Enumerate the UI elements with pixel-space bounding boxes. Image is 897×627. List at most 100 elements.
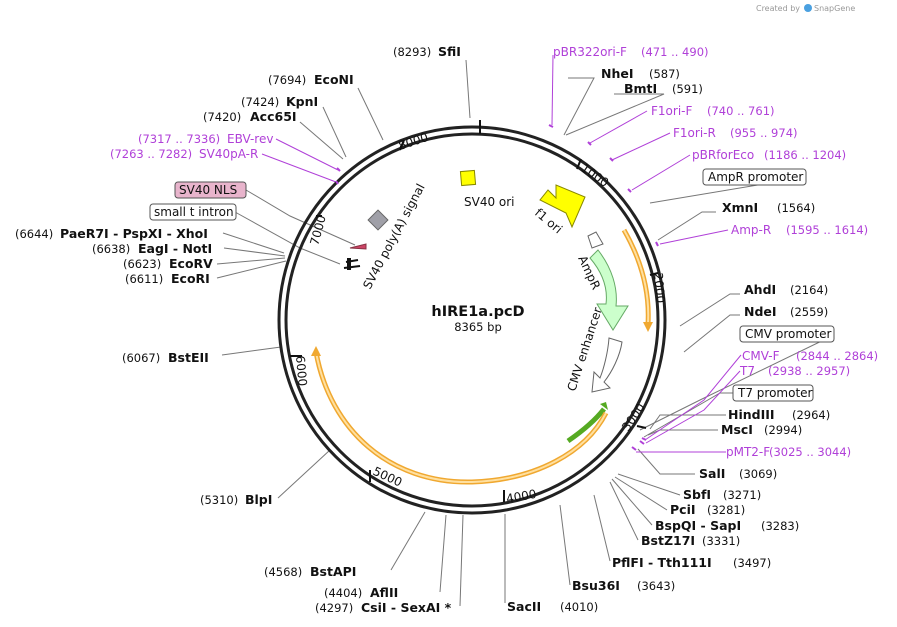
svg-text:(1595 .. 1614): (1595 .. 1614): [786, 223, 868, 237]
svg-text:(2964): (2964): [792, 408, 830, 422]
site-hindiii[interactable]: HindIII (2964): [728, 407, 830, 422]
primer-t7[interactable]: T7 (2938 .. 2957): [739, 364, 850, 378]
site-msci[interactable]: MscI (2994): [721, 422, 802, 437]
site-csii-sexai[interactable]: (4297) CsiI - SexAI *: [315, 600, 452, 615]
site-pflfi-tth111i[interactable]: PflFI - Tth111I (3497): [612, 555, 771, 570]
svg-text:(591): (591): [672, 82, 703, 96]
cmv-enhancer-arrow: [591, 337, 623, 393]
site-sali[interactable]: SalI (3069): [699, 466, 777, 481]
credit-prefix: Created by: [756, 4, 800, 13]
site-aflii[interactable]: (4404) AflII: [324, 585, 398, 600]
svg-text:CMV-F: CMV-F: [742, 349, 780, 363]
ampr-promoter-text: AmpR promoter: [708, 170, 803, 184]
t7-promoter-box[interactable]: T7 promoter: [732, 384, 814, 402]
site-ecorv[interactable]: (6623) EcoRV: [123, 256, 213, 271]
svg-text:CsiI - SexAI *: CsiI - SexAI *: [361, 600, 452, 615]
svg-text:(3069): (3069): [739, 467, 777, 481]
site-xmni[interactable]: XmnI (1564): [722, 200, 815, 215]
small-t-intron-box[interactable]: small t intron: [149, 203, 237, 221]
site-pcii[interactable]: PciI (3281): [670, 502, 745, 517]
site-leader-lines: [216, 59, 835, 607]
svg-text:Bsu36I: Bsu36I: [572, 578, 620, 593]
site-nhei[interactable]: NheI (587): [601, 66, 680, 81]
svg-text:AhdI: AhdI: [744, 282, 776, 297]
site-kpni[interactable]: (7424) KpnI: [241, 94, 318, 109]
svg-text:(2844 .. 2864): (2844 .. 2864): [796, 349, 878, 363]
svg-text:EcoNI: EcoNI: [314, 72, 354, 87]
svg-text:(2164): (2164): [790, 283, 828, 297]
primer-pbr322ori-f[interactable]: pBR322ori-F (471 .. 490): [553, 45, 709, 59]
site-sacii[interactable]: SacII (4010): [507, 599, 598, 614]
svg-text:(7420): (7420): [203, 110, 241, 124]
site-ecori[interactable]: (6611) EcoRI: [125, 271, 210, 286]
sv40-ori-label: SV40 ori: [464, 195, 515, 209]
primer-pbrforeco[interactable]: pBRforEco (1186 .. 1204): [692, 148, 846, 162]
backbone-inner: [284, 132, 660, 508]
svg-text:(2994): (2994): [764, 423, 802, 437]
site-econi[interactable]: (7694) EcoNI: [268, 72, 354, 87]
orf-arc-right-head: [643, 322, 653, 332]
orf-arc-bottom: [313, 351, 609, 485]
small-t-intron-text: small t intron: [154, 205, 234, 219]
site-eagi-noti[interactable]: (6638) EagI - NotI: [92, 241, 212, 256]
primer-sv40pa-r[interactable]: (7263 .. 7282) SV40pA-R: [110, 147, 258, 161]
primer-pmt2-f[interactable]: pMT2-F (3025 .. 3044): [726, 445, 851, 459]
svg-text:pBRforEco: pBRforEco: [692, 148, 754, 162]
svg-text:(3025 .. 3044): (3025 .. 3044): [769, 445, 851, 459]
primer-amp-r[interactable]: Amp-R (1595 .. 1614): [731, 223, 868, 237]
svg-text:HindIII: HindIII: [728, 407, 775, 422]
svg-text:EBV-rev: EBV-rev: [227, 132, 273, 146]
svg-text:SacII: SacII: [507, 599, 541, 614]
svg-text:MscI: MscI: [721, 422, 753, 437]
svg-text:BstZ17I: BstZ17I: [641, 533, 695, 548]
svg-text:KpnI: KpnI: [286, 94, 318, 109]
orf-arc-right: [621, 228, 651, 325]
primer-f1ori-r[interactable]: F1ori-R (955 .. 974): [673, 126, 798, 140]
svg-text:(6638): (6638): [92, 242, 130, 256]
site-paer7i-pspxi-xhoi[interactable]: (6644) PaeR7I - PspXI - XhoI: [15, 226, 208, 241]
t7-promoter-text: T7 promoter: [737, 386, 813, 400]
svg-text:(3271): (3271): [723, 488, 761, 502]
svg-text:(4297): (4297): [315, 601, 353, 615]
site-bsu36i[interactable]: Bsu36I (3643): [572, 578, 675, 593]
site-bspqi-sapi[interactable]: BspQI - SapI (3283): [655, 518, 799, 533]
svg-text:pMT2-F: pMT2-F: [726, 445, 770, 459]
ampr-promoter-box[interactable]: AmpR promoter: [702, 168, 807, 186]
plasmid-name: hIRE1a.pcD: [431, 304, 524, 320]
svg-text:(740 .. 761): (740 .. 761): [707, 104, 775, 118]
svg-text:(1186 .. 1204): (1186 .. 1204): [764, 148, 846, 162]
svg-text:NheI: NheI: [601, 66, 634, 81]
plasmid-length: 8365 bp: [454, 320, 502, 334]
primer-cmv-f[interactable]: CMV-F (2844 .. 2864): [742, 349, 878, 363]
svg-text:EcoRI: EcoRI: [171, 271, 210, 286]
svg-text:(6623): (6623): [123, 257, 161, 271]
tick-label-4000: 4000: [505, 487, 538, 506]
svg-text:F1ori-F: F1ori-F: [651, 104, 692, 118]
site-sbfi[interactable]: SbfI (3271): [683, 487, 761, 502]
sv40-polya-box: [367, 209, 389, 231]
sv40-nls-box[interactable]: SV40 NLS: [174, 181, 247, 199]
site-acc65i[interactable]: (7420) Acc65I: [203, 109, 297, 124]
small-t-intron-mark: [343, 258, 361, 270]
site-blpi[interactable]: (5310) BlpI: [200, 492, 272, 507]
credit-brand: SnapGene: [814, 4, 855, 13]
site-bstapi[interactable]: (4568) BstAPI: [264, 564, 356, 579]
site-ahdi[interactable]: AhdI (2164): [744, 282, 828, 297]
site-bsteii[interactable]: (6067) BstEII: [122, 350, 209, 365]
svg-text:NdeI: NdeI: [744, 304, 777, 319]
cmv-promoter-box[interactable]: CMV promoter: [739, 325, 835, 343]
tick-marks: [290, 120, 659, 502]
site-ndei[interactable]: NdeI (2559): [744, 304, 828, 319]
site-bmti[interactable]: BmtI (591): [624, 81, 703, 96]
svg-text:(4010): (4010): [560, 600, 598, 614]
primer-ebv-rev[interactable]: (7317 .. 7336) EBV-rev: [138, 132, 273, 146]
svg-text:F1ori-R: F1ori-R: [673, 126, 716, 140]
site-bstz17i[interactable]: BstZ17I (3331): [641, 533, 740, 548]
site-sfii[interactable]: (8293) SfiI: [393, 44, 461, 59]
svg-text:BlpI: BlpI: [245, 492, 272, 507]
svg-text:(7424): (7424): [241, 95, 279, 109]
orf-arc-right-inner: [623, 229, 650, 325]
svg-text:(7317 .. 7336): (7317 .. 7336): [138, 132, 220, 146]
svg-text:EcoRV: EcoRV: [169, 256, 213, 271]
primer-f1ori-f[interactable]: F1ori-F (740 .. 761): [651, 104, 775, 118]
